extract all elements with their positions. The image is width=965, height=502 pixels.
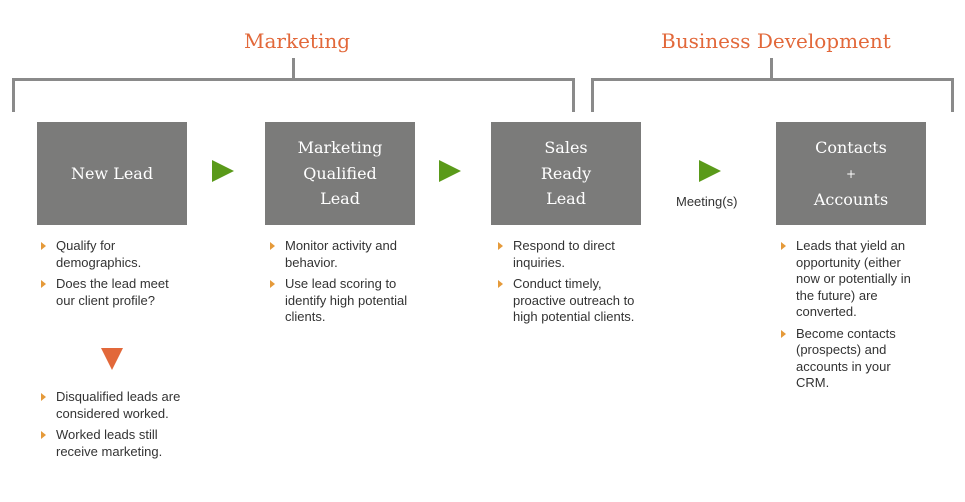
list-item: Monitor activity and behavior. xyxy=(268,238,418,271)
stage-label: New Lead xyxy=(70,163,154,183)
list-item-text: Respond to direct inquiries. xyxy=(513,238,615,270)
stage-sales-ready-lead: Sales Ready Lead xyxy=(491,122,641,225)
bullet-icon xyxy=(41,280,46,288)
bullet-icon xyxy=(781,329,786,338)
list-item: Respond to direct inquiries. xyxy=(496,238,646,271)
bullet-icon xyxy=(781,242,786,250)
list-item-text: Leads that yield an opportunity (either … xyxy=(796,238,911,319)
bullet-icon xyxy=(41,431,46,439)
flow-arrow-icon xyxy=(699,160,721,182)
list-item-text: Become contacts (prospects) and accounts… xyxy=(796,325,896,391)
stage-label: Accounts xyxy=(813,189,889,209)
stage-label: Qualified xyxy=(303,163,377,183)
stage-label: Contacts xyxy=(815,138,887,157)
flow-arrow-icon xyxy=(212,160,234,182)
disqualified-notes: Disqualified leads are considered worked… xyxy=(39,389,189,465)
list-item-text: Use lead scoring to identify high potent… xyxy=(285,276,408,324)
stage-label: Lead xyxy=(546,189,586,209)
list-item-text: Worked leads still receive marketing. xyxy=(56,427,163,459)
list-item: Become contacts (prospects) and accounts… xyxy=(779,326,921,392)
stage-contacts-accounts: Contacts + Accounts xyxy=(776,122,926,225)
bullet-icon xyxy=(498,280,503,288)
list-item-text: Disqualified leads are considered worked… xyxy=(56,389,181,421)
srl-notes: Respond to direct inquiries. Conduct tim… xyxy=(496,238,646,331)
mql-notes: Monitor activity and behavior. Use lead … xyxy=(268,238,418,331)
list-item-text: Does the lead meet our client profile? xyxy=(56,276,169,308)
stage-new-lead: New Lead xyxy=(37,122,187,225)
stage-marketing-qualified-lead: Marketing Qualified Lead xyxy=(265,122,415,225)
list-item-text: Qualify for demographics. xyxy=(56,238,142,270)
new-lead-notes: Qualify for demographics. Does the lead … xyxy=(39,238,179,314)
stage-label: Lead xyxy=(320,189,360,209)
marketing-heading: Marketing xyxy=(244,29,351,53)
business-development-heading: Business Development xyxy=(661,29,891,53)
stage-label: Ready xyxy=(540,163,592,183)
list-item: Conduct timely, proactive outreach to hi… xyxy=(496,276,646,326)
list-item-text: Monitor activity and behavior. xyxy=(285,238,397,270)
bullet-icon xyxy=(270,242,275,250)
bullet-icon xyxy=(41,393,46,401)
bullet-icon xyxy=(270,280,275,288)
list-item: Use lead scoring to identify high potent… xyxy=(268,276,418,326)
contacts-notes: Leads that yield an opportunity (either … xyxy=(779,238,921,397)
stage-label: Sales xyxy=(544,138,588,158)
meetings-label: Meeting(s) xyxy=(676,194,738,209)
plus-sign: + xyxy=(845,166,857,181)
stage-label: Marketing xyxy=(297,138,383,158)
list-item: Leads that yield an opportunity (either … xyxy=(779,238,921,321)
list-item-text: Conduct timely, proactive outreach to hi… xyxy=(513,276,635,324)
bullet-icon xyxy=(498,242,503,250)
disqualify-arrow-icon xyxy=(101,348,123,370)
list-item: Does the lead meet our client profile? xyxy=(39,276,179,309)
list-item: Qualify for demographics. xyxy=(39,238,179,271)
bullet-icon xyxy=(41,242,46,250)
list-item: Worked leads still receive marketing. xyxy=(39,427,189,460)
flow-arrow-icon xyxy=(439,160,461,182)
list-item: Disqualified leads are considered worked… xyxy=(39,389,189,422)
